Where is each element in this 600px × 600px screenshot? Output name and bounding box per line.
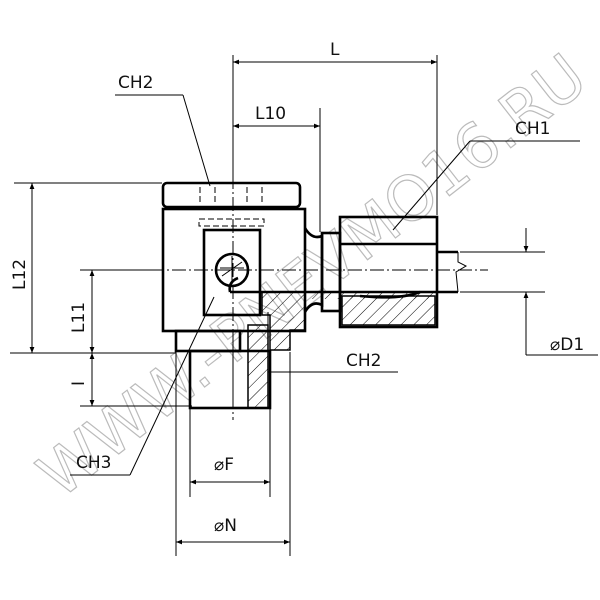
dimension-l11: L11 <box>69 269 162 353</box>
dimension-label-i: I <box>69 381 89 386</box>
dimension-label-d1: ⌀D1 <box>550 335 584 355</box>
dimension-label-n: ⌀N <box>214 516 237 536</box>
callout-ch2-top: CH2 <box>115 73 211 187</box>
callout-ch3: CH3 <box>70 296 215 476</box>
callout-label-ch1: CH1 <box>515 119 550 139</box>
dimension-label-f: ⌀F <box>214 455 234 475</box>
dimension-i: I <box>69 353 192 407</box>
dimension-d1: ⌀D1 <box>460 228 598 356</box>
callout-ch1: CH1 <box>392 119 580 231</box>
dimension-n: ⌀N <box>175 352 291 556</box>
dimension-label-l10: L10 <box>255 104 286 124</box>
watermark: WWW.-PNEVMO16.RU <box>24 40 600 512</box>
dimension-label-l11: L11 <box>69 302 89 333</box>
callout-ch2-bottom: CH2 <box>267 312 398 373</box>
dimension-label-l12: L12 <box>10 259 30 290</box>
callout-label-ch3: CH3 <box>76 453 111 473</box>
dimension-l10: L10 <box>233 104 321 232</box>
callout-label-ch2-bottom: CH2 <box>346 351 381 371</box>
dimension-l: L <box>232 40 438 215</box>
dimension-f: ⌀F <box>189 408 271 497</box>
dimension-l12: L12 <box>10 182 176 354</box>
dimension-label-l: L <box>330 40 340 60</box>
callout-label-ch2-top: CH2 <box>118 73 153 93</box>
